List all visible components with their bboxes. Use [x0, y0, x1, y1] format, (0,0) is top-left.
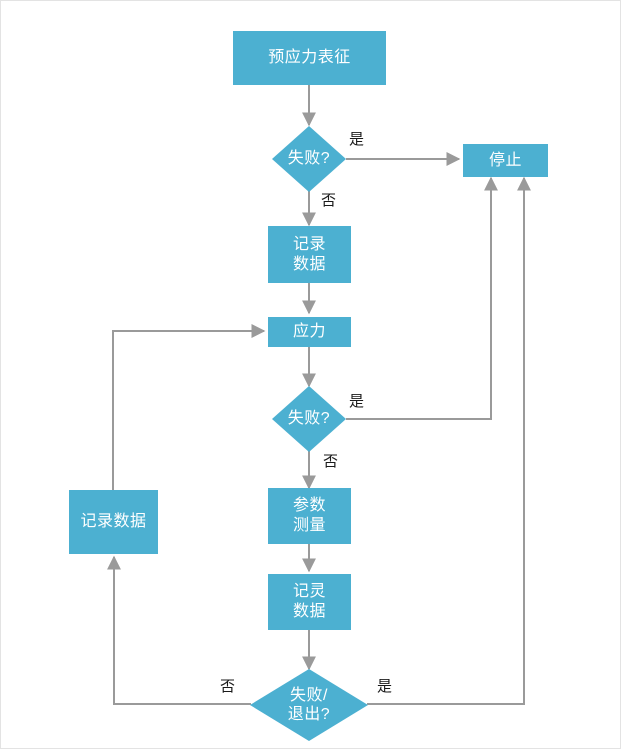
node-prestress-label: 预应力表征 — [268, 49, 351, 67]
node-record3-label: 记录数据 — [80, 513, 147, 531]
node-fail1-label: 失败? — [287, 150, 331, 168]
node-measure[interactable]: 参数 测量 — [268, 488, 351, 544]
node-prestress[interactable]: 预应力表征 — [233, 31, 386, 85]
edge-label-fail1-yes: 是 — [349, 131, 365, 148]
edge-label-fail1-no: 否 — [321, 192, 337, 209]
node-fail2-label: 失败? — [287, 410, 331, 428]
diamond-icon — [272, 386, 346, 452]
node-failexit[interactable]: 失败/ 退出? — [250, 669, 368, 741]
node-record1-label: 记录 数据 — [292, 235, 326, 273]
node-stress-label: 应力 — [292, 323, 326, 341]
node-record2-label: 记灵 数据 — [292, 583, 326, 620]
diamond-icon — [272, 126, 346, 192]
edge-failexit-to-record3 — [107, 555, 251, 705]
node-record3[interactable]: 记录数据 — [69, 490, 158, 554]
node-stop[interactable]: 停止 — [463, 144, 548, 177]
node-failexit-label: 失败/ 退出? — [287, 686, 331, 723]
node-record1[interactable]: 记录 数据 — [268, 226, 351, 283]
edge-label-fail2-yes: 是 — [349, 393, 365, 410]
edge-fail2-to-stop — [346, 176, 498, 420]
node-stress[interactable]: 应力 — [268, 317, 351, 347]
node-fail1[interactable]: 失败? — [272, 126, 346, 192]
node-stop-label: 停止 — [488, 151, 522, 169]
edge-failexit-to-stop — [367, 176, 531, 705]
node-record2[interactable]: 记灵 数据 — [268, 574, 351, 630]
edge-record3-to-stress — [112, 324, 266, 490]
diamond-icon — [250, 669, 368, 741]
node-fail2[interactable]: 失败? — [272, 386, 346, 452]
node-measure-label: 参数 测量 — [292, 497, 326, 534]
edge-label-failexit-yes: 是 — [377, 678, 393, 695]
edge-label-failexit-no: 否 — [220, 678, 236, 695]
edge-label-fail2-no: 否 — [323, 453, 339, 470]
